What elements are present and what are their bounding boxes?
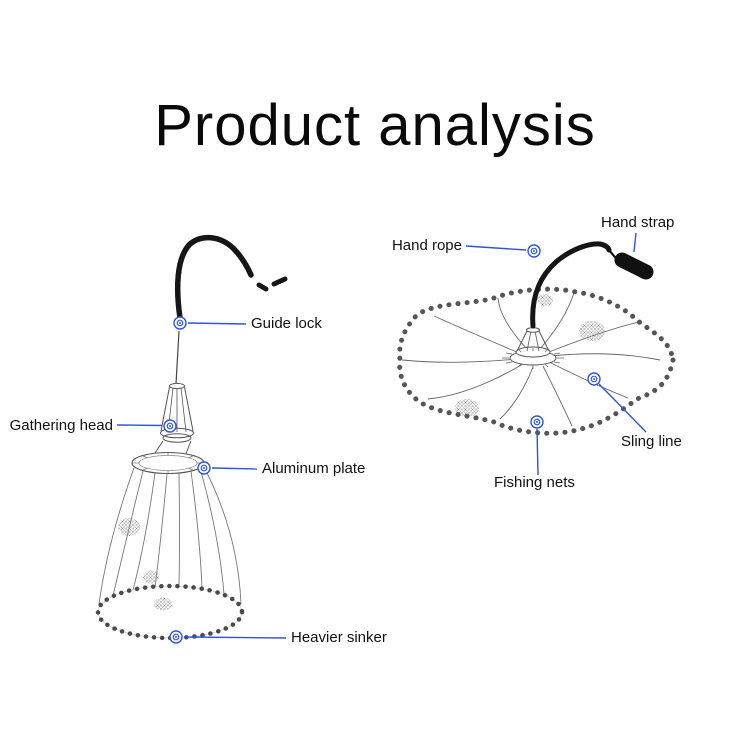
callout-lines [116, 232, 647, 639]
fishing-nets-leader [536, 428, 539, 476]
page-title: Product analysis [154, 93, 596, 158]
open-net-hub [502, 327, 564, 369]
gathering-head-leader [116, 424, 163, 427]
net-mesh-patches [118, 518, 172, 611]
net-body [98, 464, 242, 605]
aluminum-plate-marker-icon [197, 461, 211, 475]
closed-net-drawing [95, 234, 288, 641]
sinker-bead-chain [95, 583, 245, 641]
label-heavier-sinker: Heavier sinker [291, 629, 387, 646]
fishing-nets-marker-icon [530, 415, 544, 429]
open-net-mesh-patches [455, 294, 605, 417]
rope [174, 234, 288, 321]
label-aluminum-plate: Aluminum plate [262, 460, 365, 477]
hand-rope-leader [465, 245, 527, 251]
label-hand-rope: Hand rope [392, 237, 462, 254]
hand-rope-part [530, 241, 621, 329]
label-guide-lock: Guide lock [251, 315, 322, 332]
label-fishing-nets: Fishing nets [494, 474, 575, 491]
gathering-head-part [152, 382, 194, 457]
aluminum-plate-part [131, 451, 205, 475]
sling-line-marker-icon [587, 372, 601, 386]
hand-strap-leader [633, 232, 637, 253]
sling-line-leader [598, 383, 647, 433]
gathering-head-marker-icon [163, 419, 177, 433]
open-net-bead-edge [397, 286, 676, 436]
heavier-sinker-marker-icon [169, 630, 183, 644]
guide-lock-marker-icon [173, 316, 187, 330]
heavier-sinker-leader [183, 636, 287, 639]
label-sling-line: Sling line [621, 433, 682, 450]
label-hand-strap: Hand strap [601, 214, 674, 231]
guide-lock-leader [187, 322, 247, 325]
label-gathering-head: Gathering head [10, 417, 113, 434]
hand-strap-part [614, 252, 654, 280]
rope-stem [175, 330, 180, 385]
hand-rope-marker-icon [527, 244, 541, 258]
open-net-drawing [397, 241, 676, 436]
aluminum-plate-leader [211, 467, 258, 470]
